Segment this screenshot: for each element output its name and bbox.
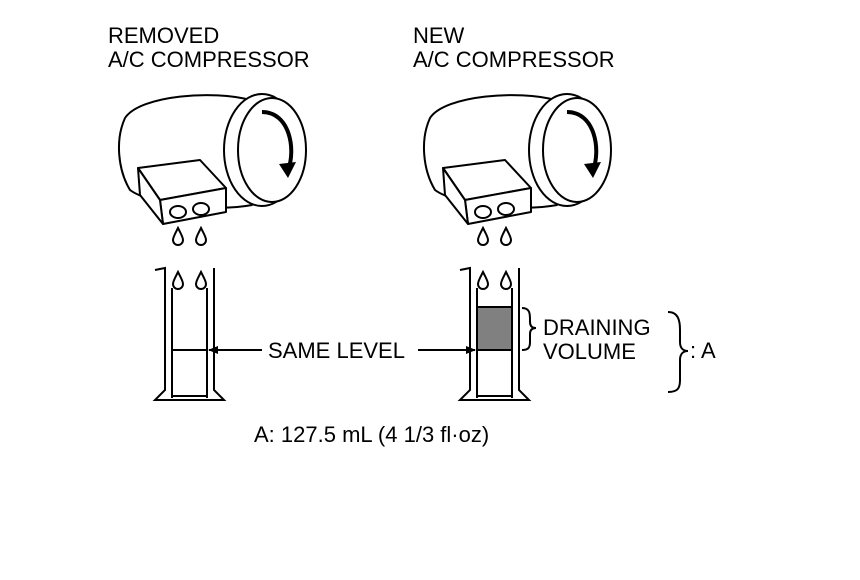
- draining-volume-fill: [476, 306, 513, 351]
- oil-drops-removed: [171, 225, 208, 290]
- removed-compressor: [118, 93, 307, 225]
- new-label-line1: NEW: [413, 23, 465, 48]
- same-level-label: SAME LEVEL: [268, 338, 405, 363]
- measuring-cylinder-removed: [152, 266, 227, 401]
- oil-drops-new: [476, 225, 513, 290]
- removed-label-line1: REMOVED: [108, 23, 220, 48]
- bracket-label-a: : A: [690, 338, 716, 363]
- new-compressor: [423, 93, 612, 225]
- draining-label-line1: DRAINING: [543, 315, 651, 340]
- new-compressor-label: NEW A/C COMPRESSOR: [413, 24, 615, 72]
- draining-volume-label: DRAINING VOLUME: [543, 316, 651, 364]
- draining-brace: [521, 307, 537, 351]
- removed-compressor-label: REMOVED A/C COMPRESSOR: [108, 24, 310, 72]
- footnote: A: 127.5 mL (4 1/3 fl·oz): [254, 422, 490, 447]
- new-label-line2: A/C COMPRESSOR: [413, 47, 615, 72]
- measuring-cylinder-new: [457, 266, 532, 401]
- total-brace: [667, 311, 689, 393]
- removed-label-line2: A/C COMPRESSOR: [108, 47, 310, 72]
- draining-label-line2: VOLUME: [543, 339, 636, 364]
